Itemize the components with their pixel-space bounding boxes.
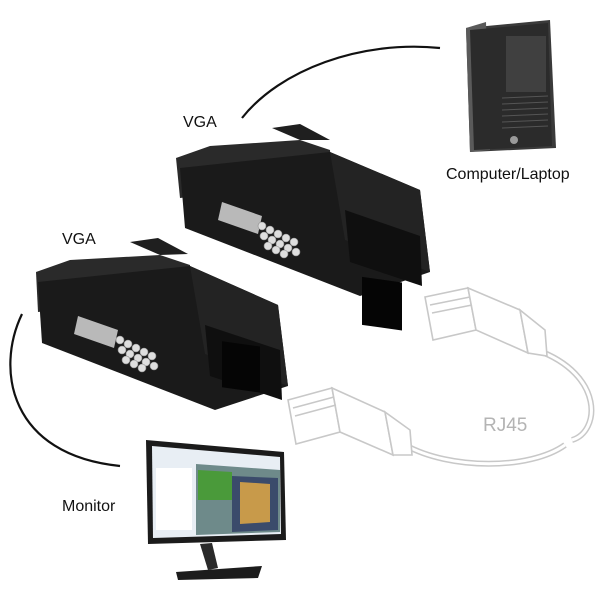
monitor-connection-line bbox=[9, 313, 121, 468]
monitor-label: Monitor bbox=[62, 498, 116, 515]
computer-label: Computer/Laptop bbox=[446, 166, 570, 183]
vga-to-rj45-adapter-icon bbox=[36, 238, 288, 410]
desktop-monitor-icon bbox=[146, 440, 286, 580]
rj45-plug-lower bbox=[287, 386, 413, 457]
computer-connection-line bbox=[241, 45, 441, 119]
vga-to-rj45-adapter-icon bbox=[176, 124, 430, 331]
rj45-label: RJ45 bbox=[483, 415, 528, 436]
tower-pc-icon bbox=[466, 20, 556, 152]
vga-label-top: VGA bbox=[183, 114, 217, 131]
ethernet-cable-icon bbox=[287, 286, 595, 467]
rj45-plug-upper bbox=[424, 286, 548, 357]
vga-label-bottom: VGA bbox=[62, 231, 96, 248]
